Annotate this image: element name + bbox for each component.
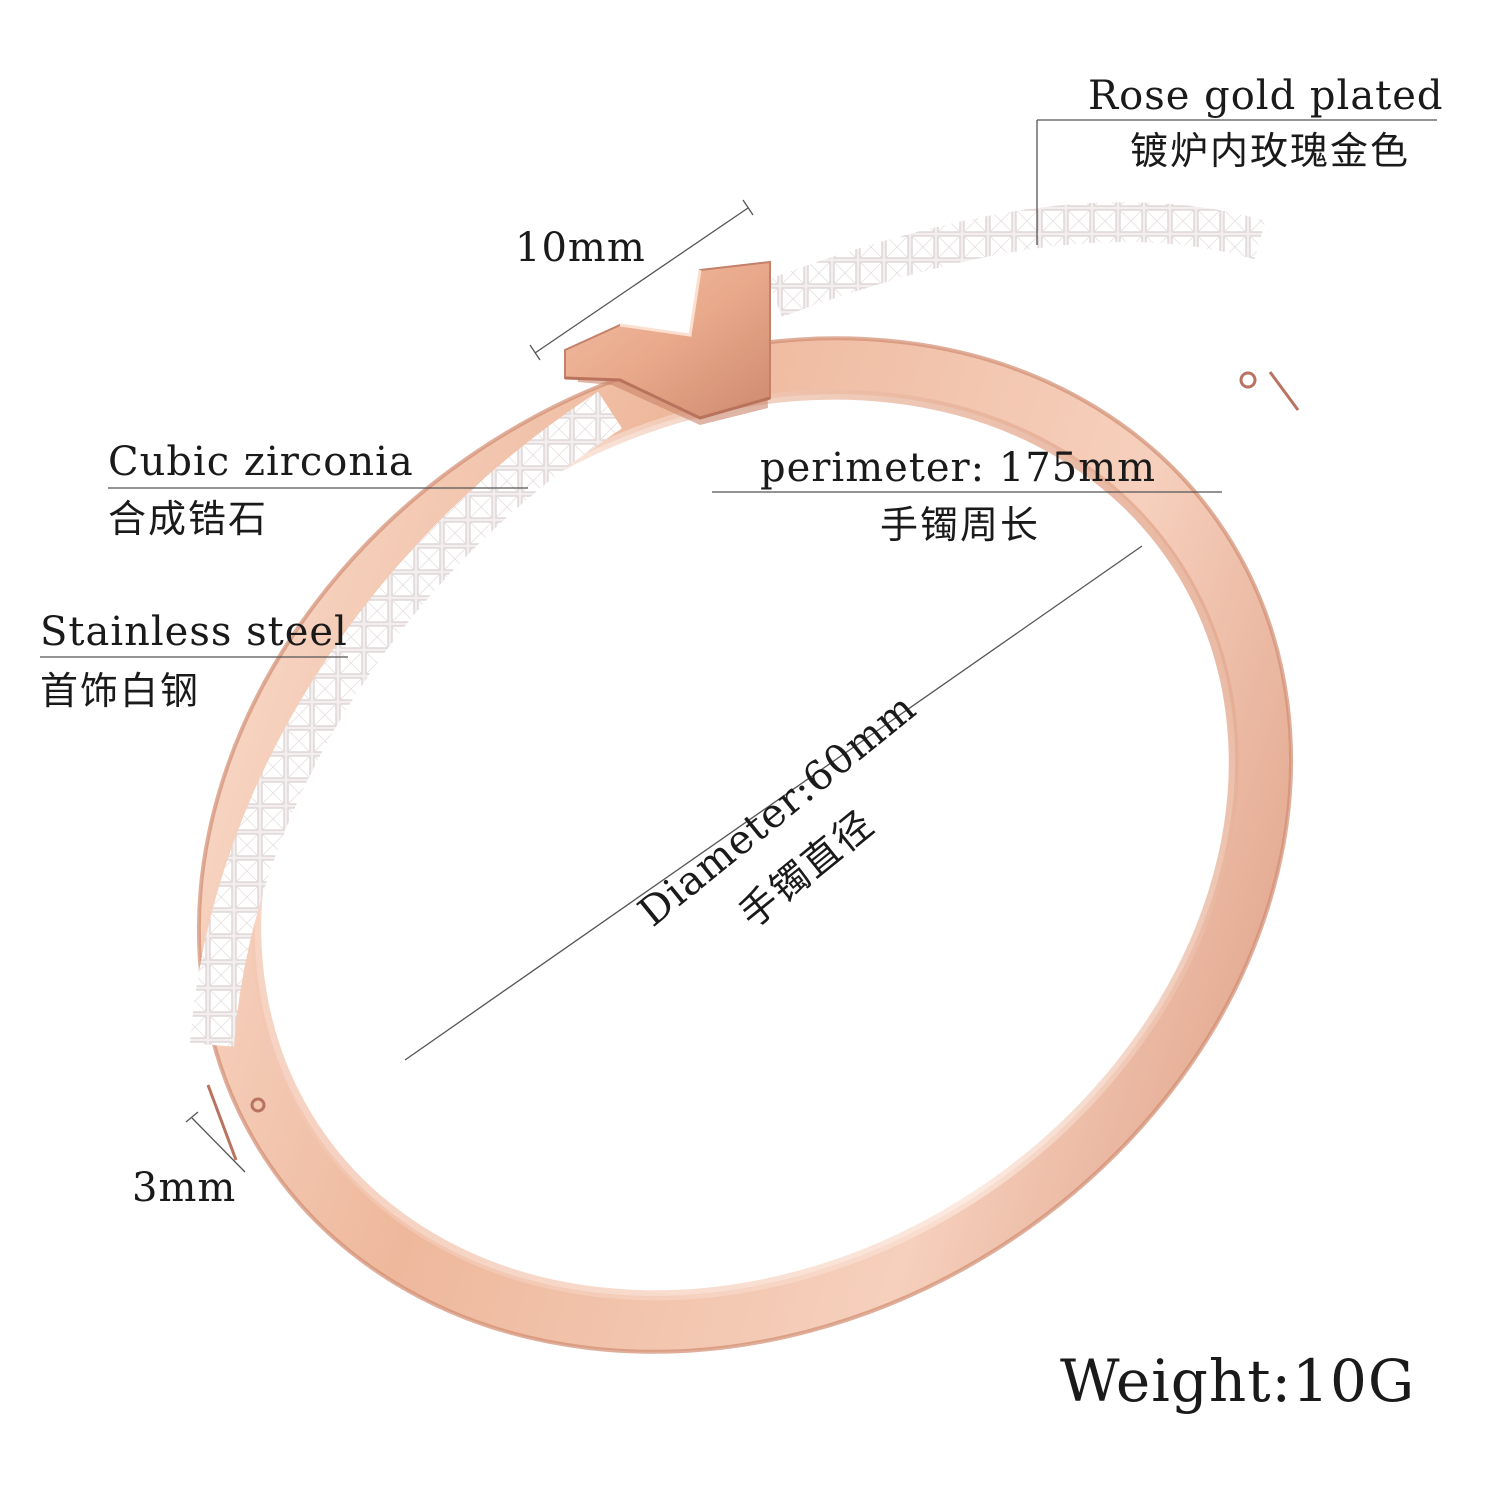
stainless-steel-label-en: Stainless steel xyxy=(40,609,348,655)
stainless-steel-label-zh: 首饰白钢 xyxy=(40,669,201,713)
rose-gold-label-zh: 镀炉内玫瑰金色 xyxy=(1130,129,1411,173)
width-top-label: 10mm xyxy=(515,225,646,271)
band-width-label: 3mm xyxy=(132,1165,237,1211)
zirconia-channel-left xyxy=(190,391,623,1047)
zirconia-channel-right xyxy=(768,202,1266,317)
hinge-right xyxy=(1239,371,1300,411)
cubic-zirconia-label-zh: 合成锆石 xyxy=(108,497,269,541)
bangle-outer-edge xyxy=(196,336,1294,1354)
v-ornament xyxy=(564,260,771,425)
guide-lines xyxy=(40,119,1437,1173)
cubic-zirconia-label-en: Cubic zirconia xyxy=(108,439,414,485)
hinge-left xyxy=(206,1084,266,1161)
weight-label: Weight:10G xyxy=(1060,1347,1416,1415)
perimeter-label-zh: 手镯周长 xyxy=(880,503,1041,547)
rose-gold-label-en: Rose gold plated xyxy=(1088,73,1444,119)
perimeter-label-en: perimeter: 175mm xyxy=(760,445,1157,491)
